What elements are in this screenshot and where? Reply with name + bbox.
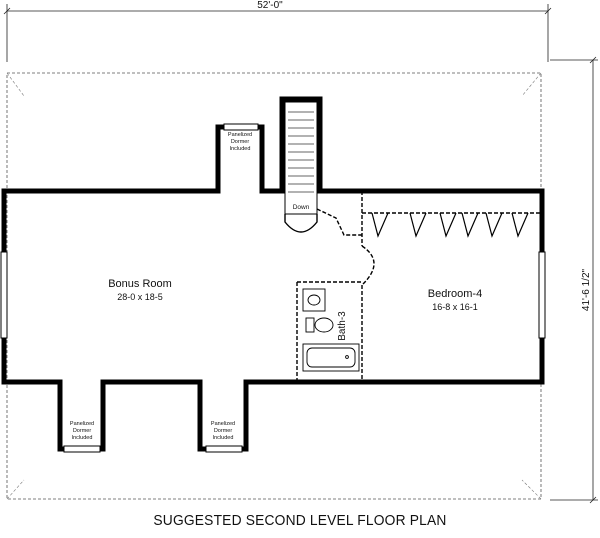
closet-doors xyxy=(371,212,529,238)
dormer-label-bottom-right: Panelized Dormer Included xyxy=(211,421,235,441)
bonus-room-name: Bonus Room xyxy=(108,278,172,290)
toilet-bowl xyxy=(314,317,334,333)
stair xyxy=(284,101,318,233)
svg-text:Dormer: Dormer xyxy=(214,428,233,434)
sink xyxy=(307,294,321,306)
width-dimension xyxy=(3,4,552,62)
bedroom-size: 16-8 x 16-1 xyxy=(432,302,478,312)
dormer-label-bottom-left: Panelized Dormer Included xyxy=(70,421,94,441)
dormer-label-top: Panelized Dormer Included xyxy=(228,132,252,152)
bath-name: Bath-3 xyxy=(337,311,348,341)
depth-dimension xyxy=(550,56,598,504)
svg-text:Included: Included xyxy=(213,435,234,441)
svg-text:Dormer: Dormer xyxy=(231,139,250,145)
svg-text:Panelized: Panelized xyxy=(211,421,235,427)
svg-text:Panelized: Panelized xyxy=(70,421,94,427)
depth-dimension-label: 41'-6 1/2" xyxy=(581,268,592,311)
exterior-wall xyxy=(1,96,545,452)
interior-partitions xyxy=(296,191,542,382)
windows xyxy=(0,123,546,453)
svg-text:Included: Included xyxy=(230,146,251,152)
plan-caption: SUGGESTED SECOND LEVEL FLOOR PLAN xyxy=(153,512,447,529)
toilet-tank xyxy=(305,317,315,333)
bath-fixtures xyxy=(302,288,360,372)
bonus-room-size: 28-0 x 18-5 xyxy=(117,292,163,302)
stair-label: Down xyxy=(293,204,310,211)
width-dimension-label: 52'-0" xyxy=(257,0,283,11)
svg-text:Included: Included xyxy=(72,435,93,441)
bedroom-name: Bedroom-4 xyxy=(428,288,482,300)
bathtub xyxy=(302,343,360,372)
svg-text:Dormer: Dormer xyxy=(73,428,92,434)
svg-text:Panelized: Panelized xyxy=(228,132,252,138)
roof-hip-lines xyxy=(6,72,542,500)
